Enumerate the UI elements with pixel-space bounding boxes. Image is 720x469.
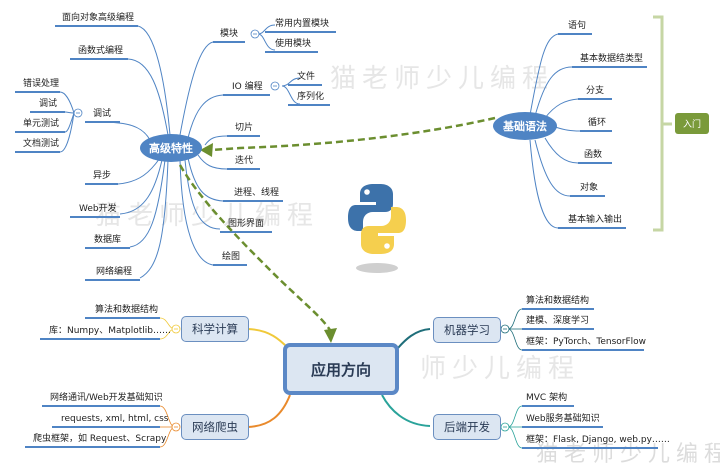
connector [397,328,431,349]
branch-slice[interactable]: 切片 [235,123,254,133]
scientific-item[interactable]: 算法和数据结构 [95,305,159,315]
connector [129,159,166,248]
connector [544,137,579,164]
basics-item[interactable]: 语句 [568,21,587,31]
backend-item[interactable]: 框架：Flask, Django, web.py…… [526,435,670,445]
watermark: 师少儿编程 [420,354,581,384]
basics-item[interactable]: 基本数据结类型 [580,54,644,64]
connector [529,139,559,229]
arrow-head-icon [324,328,337,343]
basics-item[interactable]: 循环 [588,118,607,128]
web-spider-node[interactable]: 网络爬虫 [181,414,249,440]
ml-item[interactable]: 算法和数据结构 [526,296,590,306]
basics-item[interactable]: 对象 [580,183,599,193]
connector [247,328,289,349]
connector [257,24,276,35]
connector [59,91,75,114]
branch-iteration[interactable]: 迭代 [235,156,254,166]
connector [84,121,151,141]
connector [187,94,224,139]
branch-debug[interactable]: 调试 [93,109,112,119]
branch-io[interactable]: IO 编程 [232,82,263,92]
connector [529,33,559,116]
connector [247,394,291,428]
debug-child[interactable]: 文档测试 [23,139,60,149]
connector [117,157,161,185]
basic-syntax-node[interactable]: 基础语法 [493,112,557,140]
connector [381,394,431,427]
scientific-item[interactable]: 库：Numpy、Matplotlib…… [49,326,172,336]
connector [59,112,75,153]
connector [281,85,301,105]
application-root-node[interactable]: 应用方向 [283,343,399,395]
branch-async[interactable]: 异步 [93,171,112,181]
backend-dev-node[interactable]: 后端开发 [433,414,501,440]
connector [139,159,169,279]
connector [257,33,276,51]
relationship-link [207,116,496,152]
branch-plot[interactable]: 绘图 [222,252,241,262]
arrow-head-icon [200,143,213,157]
connector [197,154,228,170]
relationship-link [178,164,332,331]
connector [127,58,169,136]
intro-group-tag[interactable]: 入门 [675,113,709,134]
connector [64,112,75,133]
basics-item[interactable]: 函数 [584,150,603,160]
branch-functional[interactable]: 函数式编程 [78,46,124,56]
connector [137,25,171,136]
debug-child[interactable]: 单元测试 [23,119,60,129]
backend-item[interactable]: MVC 架构 [526,393,568,403]
scientific-computing-node[interactable]: 科学计算 [181,316,249,342]
connector [64,111,75,114]
machine-learning-node[interactable]: 机器学习 [433,317,501,343]
watermark: 猫老师少儿编程 [536,442,720,467]
module-child[interactable]: 使用模块 [275,39,312,49]
branch-network[interactable]: 网络编程 [96,267,133,277]
spider-item[interactable]: 爬虫框架，如 Request、Scrapy [33,434,167,444]
watermark: 猫老师少儿编程 [330,64,555,94]
branch-oop-advanced[interactable]: 面向对象高级编程 [62,13,135,23]
module-child[interactable]: 常用内置模块 [275,19,330,29]
connector [554,126,581,132]
io-child[interactable]: 序列化 [297,92,325,102]
branch-gui[interactable]: 图形界面 [228,219,265,229]
io-child[interactable]: 文件 [297,72,316,82]
connector [179,41,214,136]
connector [184,159,221,230]
debug-child[interactable]: 错误处理 [23,79,60,89]
spider-item[interactable]: requests, xml, html, css [61,414,169,424]
connector [119,159,163,215]
connector [281,77,301,87]
connector [544,98,579,119]
basics-item[interactable]: 分支 [586,86,605,96]
connector [187,157,224,202]
connector [179,159,214,266]
connector [534,66,573,117]
branch-database[interactable]: 数据库 [94,235,122,245]
branch-process-thread[interactable]: 进程、线程 [234,188,280,198]
branch-web[interactable]: Web开发 [79,204,117,214]
watermark: 猫老师少儿编程 [95,201,320,231]
python-logo [348,184,406,273]
connector [204,135,228,146]
basics-item[interactable]: 基本输入输出 [568,215,623,225]
ml-item[interactable]: 建模、深度学习 [526,316,590,326]
debug-child[interactable]: 调试 [39,99,58,109]
group-bracket [653,15,672,232]
branch-module[interactable]: 模块 [220,29,239,39]
advanced-features-node[interactable]: 高级特性 [140,134,202,162]
spider-item[interactable]: 网络通讯/Web开发基础知识 [50,393,163,403]
connector [534,139,571,197]
ml-item[interactable]: 框架：PyTorch、TensorFlow [526,337,647,347]
backend-item[interactable]: Web服务基础知识 [526,414,600,424]
